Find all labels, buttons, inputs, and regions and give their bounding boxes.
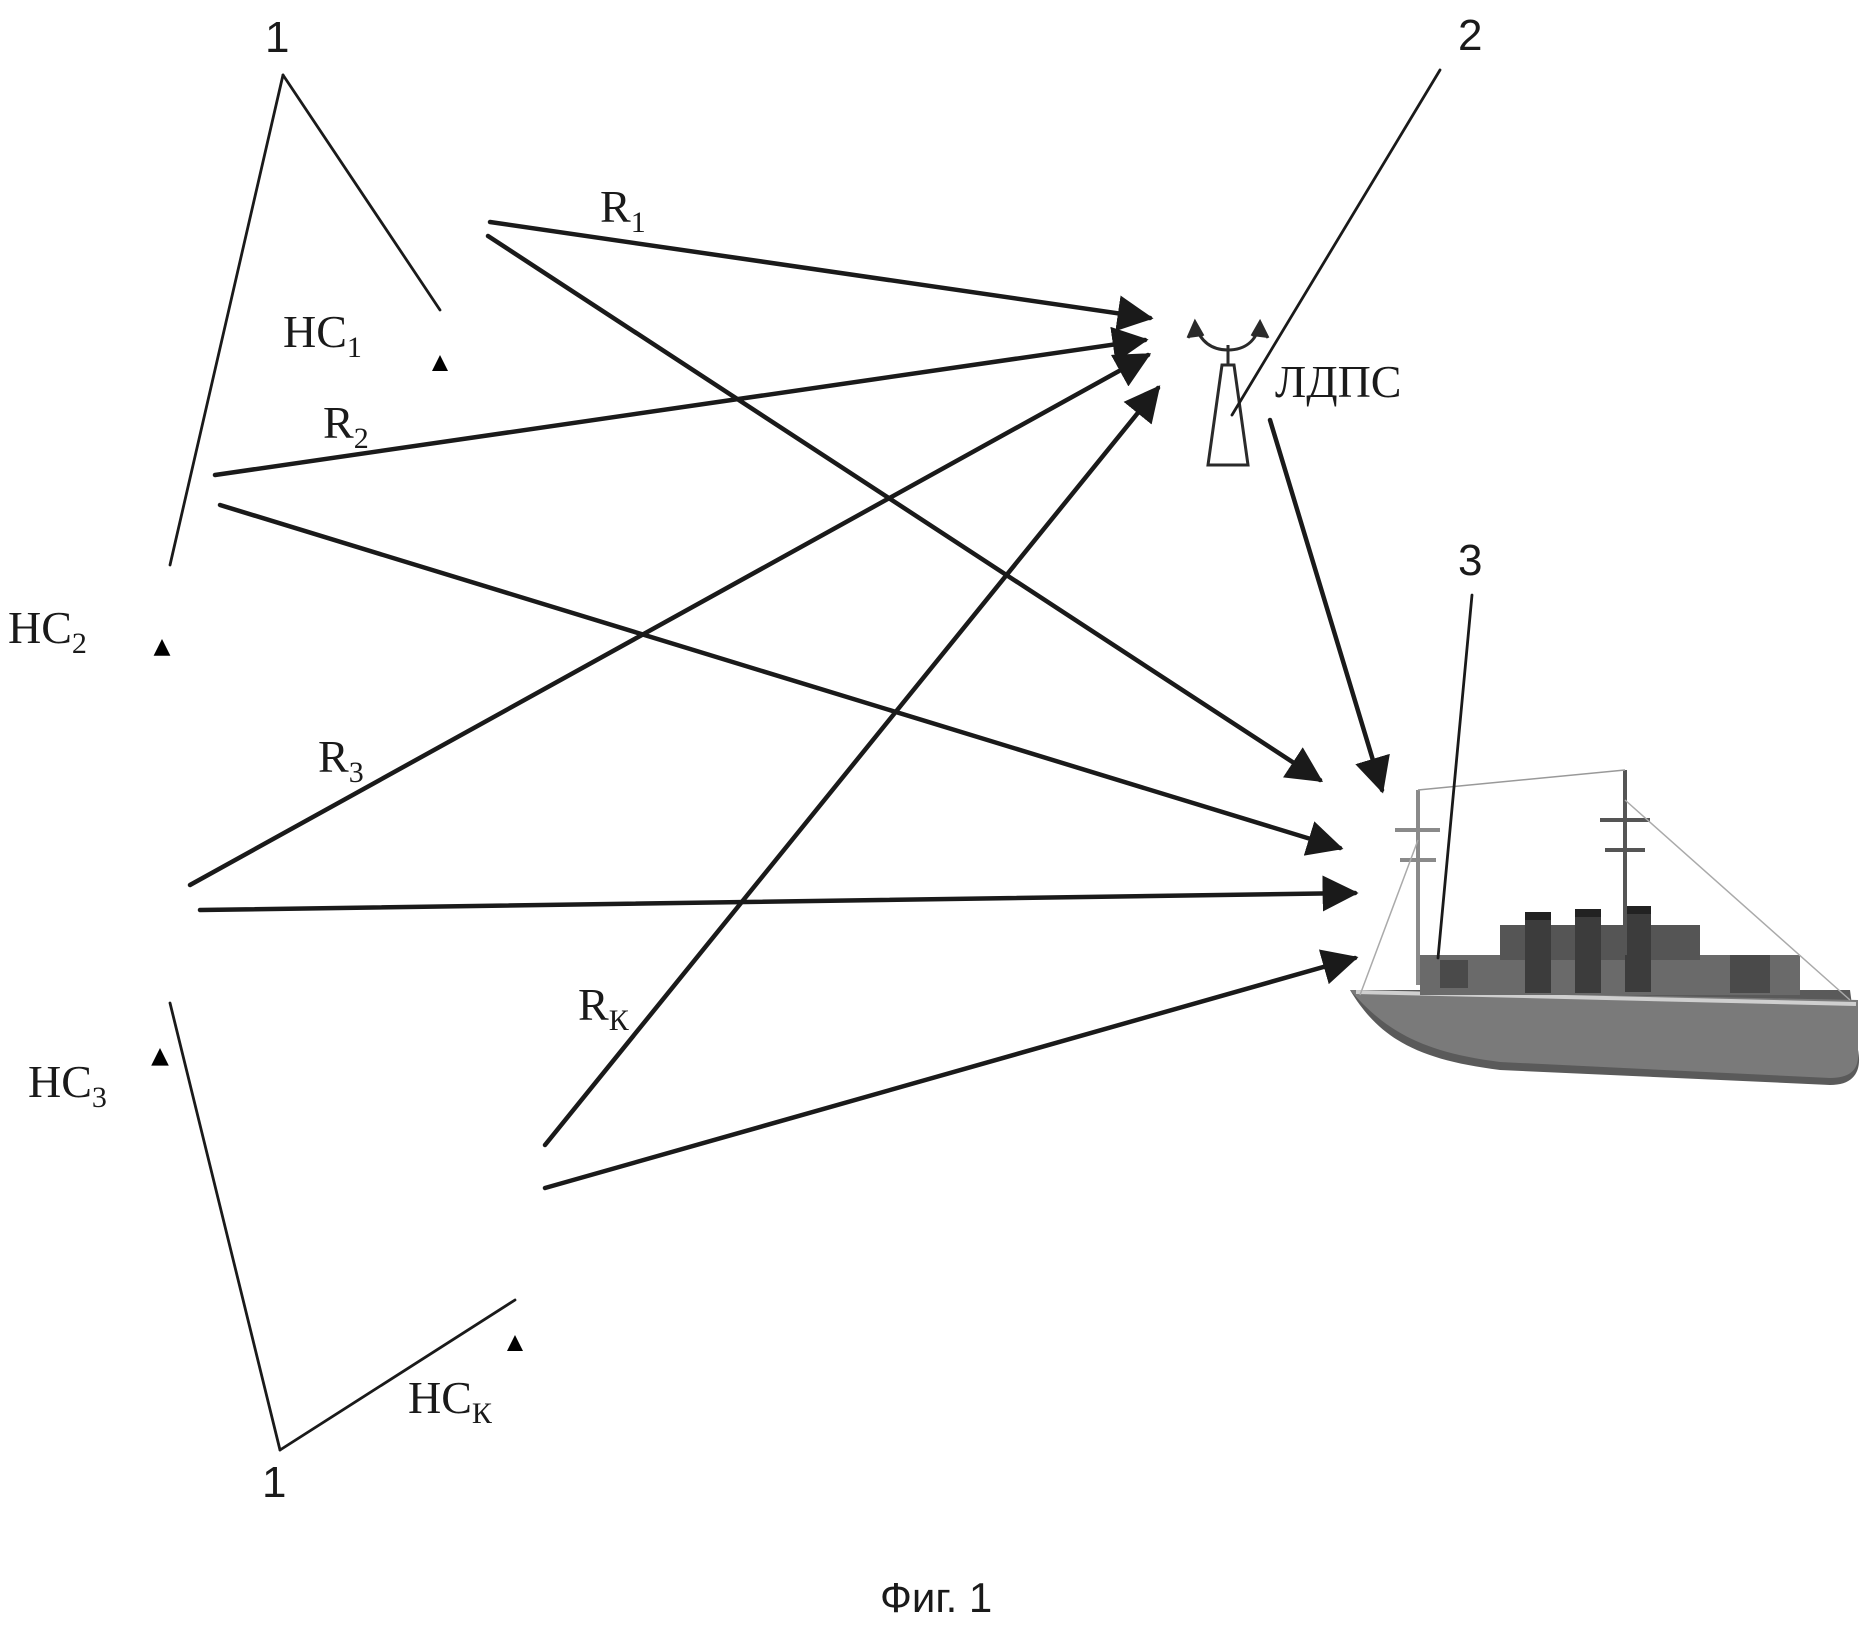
station-label-hc2: НС2 <box>8 602 87 660</box>
station-label-hc3: НС3 <box>28 1056 107 1114</box>
vessel-ship <box>1350 769 1860 1085</box>
signal-reference-to-vessel <box>1267 417 1390 794</box>
signal-hc1-to-vessel <box>485 233 1324 783</box>
signal-hc2-to-vessel <box>217 502 1344 856</box>
callout-1-top-leaders <box>168 73 442 567</box>
station-tower-hck <box>487 1155 543 1351</box>
callout-number-3: 3 <box>1458 536 1482 585</box>
signal-hc3-to-reference <box>187 352 1152 888</box>
signal-hc2-to-reference <box>212 326 1149 478</box>
range-label-r3: R3 <box>318 731 364 789</box>
station-label-hc1: НС1 <box>283 306 362 364</box>
station-tower-hc1 <box>412 175 468 371</box>
signal-hck-to-reference <box>542 385 1161 1148</box>
reference-station-label: ЛДПС <box>1275 356 1401 407</box>
range-label-rk: RК <box>578 979 630 1037</box>
callout-number-2: 2 <box>1458 11 1482 60</box>
station-tower-hc2 <box>132 450 192 656</box>
signal-hc1-to-reference <box>487 219 1154 332</box>
callout-number-1-bottom: 1 <box>262 1458 286 1507</box>
callout-1-bottom-leaders <box>168 1001 517 1452</box>
range-label-r2: R2 <box>323 397 369 455</box>
figure-caption: Фиг. 1 <box>880 1574 992 1621</box>
signal-hc3-to-vessel <box>197 875 1359 913</box>
callout-3-leader <box>1436 593 1474 960</box>
station-tower-hc3 <box>129 850 191 1066</box>
station-label-hck: НСК <box>408 1372 493 1430</box>
reference-station-antenna <box>1186 318 1270 467</box>
callout-2-leader <box>1230 68 1442 417</box>
range-label-r1: R1 <box>600 181 646 239</box>
callout-number-1-top: 1 <box>265 13 289 62</box>
signal-hck-to-vessel <box>542 949 1359 1191</box>
